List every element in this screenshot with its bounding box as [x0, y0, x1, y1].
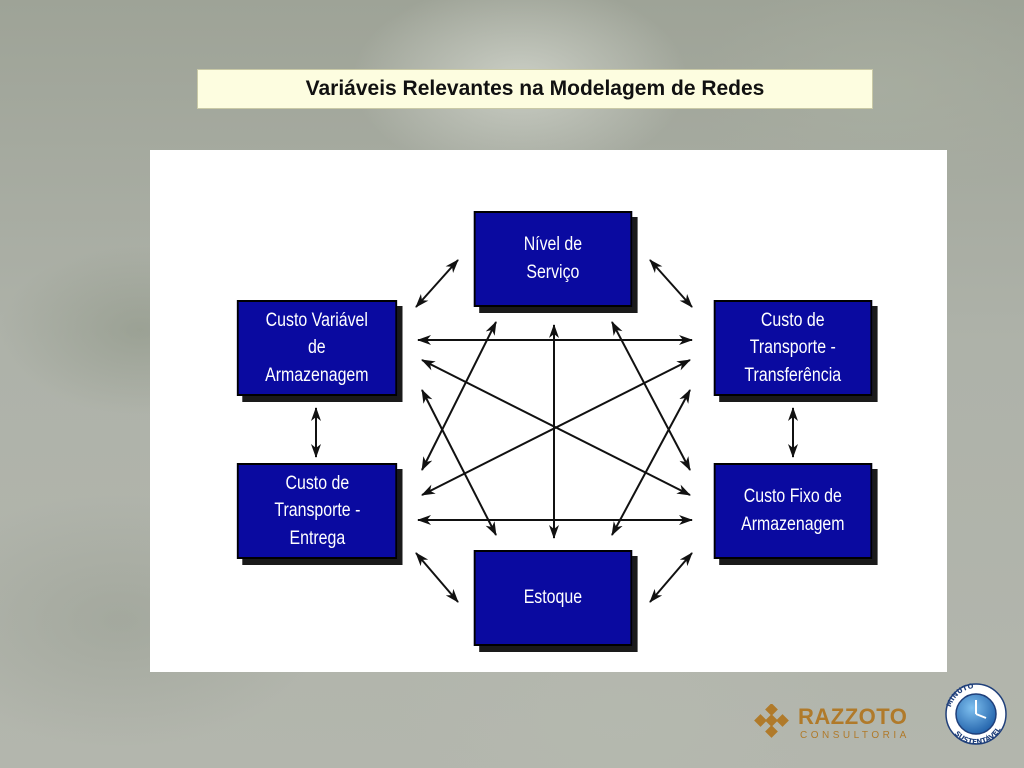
- node-label: Nível de Serviço: [523, 234, 583, 283]
- node-label: Custo de Transporte - Transferência: [744, 309, 842, 386]
- arrow-estoque-cte: [415, 552, 459, 603]
- node-nivel-servico: Nível de Serviço: [473, 211, 633, 307]
- slide-title: Variáveis Relevantes na Modelagem de Red…: [197, 69, 873, 109]
- node-custo-fixo-armazenagem: Custo Fixo de Armazenagem: [713, 463, 873, 559]
- arrow-estoque-cfa: [649, 552, 693, 603]
- node-label: Custo Fixo de Armazenagem: [741, 486, 845, 535]
- node-label: Custo de Transporte - Entrega: [273, 472, 361, 549]
- arrow-network: [311, 259, 798, 603]
- clock-globe-icon: MINUTO SUSTENTÁVEL: [945, 682, 1007, 746]
- logo-subtitle: CONSULTORIA: [800, 730, 910, 741]
- node-custo-transporte-entrega: Custo de Transporte - Entrega: [236, 463, 398, 559]
- minuto-sustentavel-badge: MINUTO SUSTENTÁVEL: [940, 678, 1012, 750]
- node-label: Estoque: [523, 587, 583, 609]
- diamond-logo-icon: [754, 704, 789, 738]
- arrow-nivel-cfa: [611, 321, 691, 471]
- node-label: Custo Variável de Armazenagem: [265, 309, 369, 386]
- arrow-estoque-cva: [421, 389, 497, 536]
- arrow-nivel-cte: [421, 321, 497, 471]
- node-custo-transporte-transferencia: Custo de Transporte - Transferência: [713, 300, 873, 396]
- arrow-estoque-ctt: [611, 389, 691, 536]
- node-custo-variavel-armazenagem: Custo Variável de Armazenagem: [236, 300, 398, 396]
- logo-name: RAZZOTO: [798, 704, 908, 729]
- diagram-panel: Nível de Serviço Custo Variável de Armaz…: [150, 150, 947, 672]
- arrow-nivel-ctt: [649, 259, 693, 308]
- arrow-nivel-cva: [415, 259, 459, 308]
- razzoto-logo: RAZZOTO CONSULTORIA: [752, 700, 922, 746]
- slide-title-text: Variáveis Relevantes na Modelagem de Red…: [305, 77, 765, 100]
- node-estoque: Estoque: [473, 550, 633, 646]
